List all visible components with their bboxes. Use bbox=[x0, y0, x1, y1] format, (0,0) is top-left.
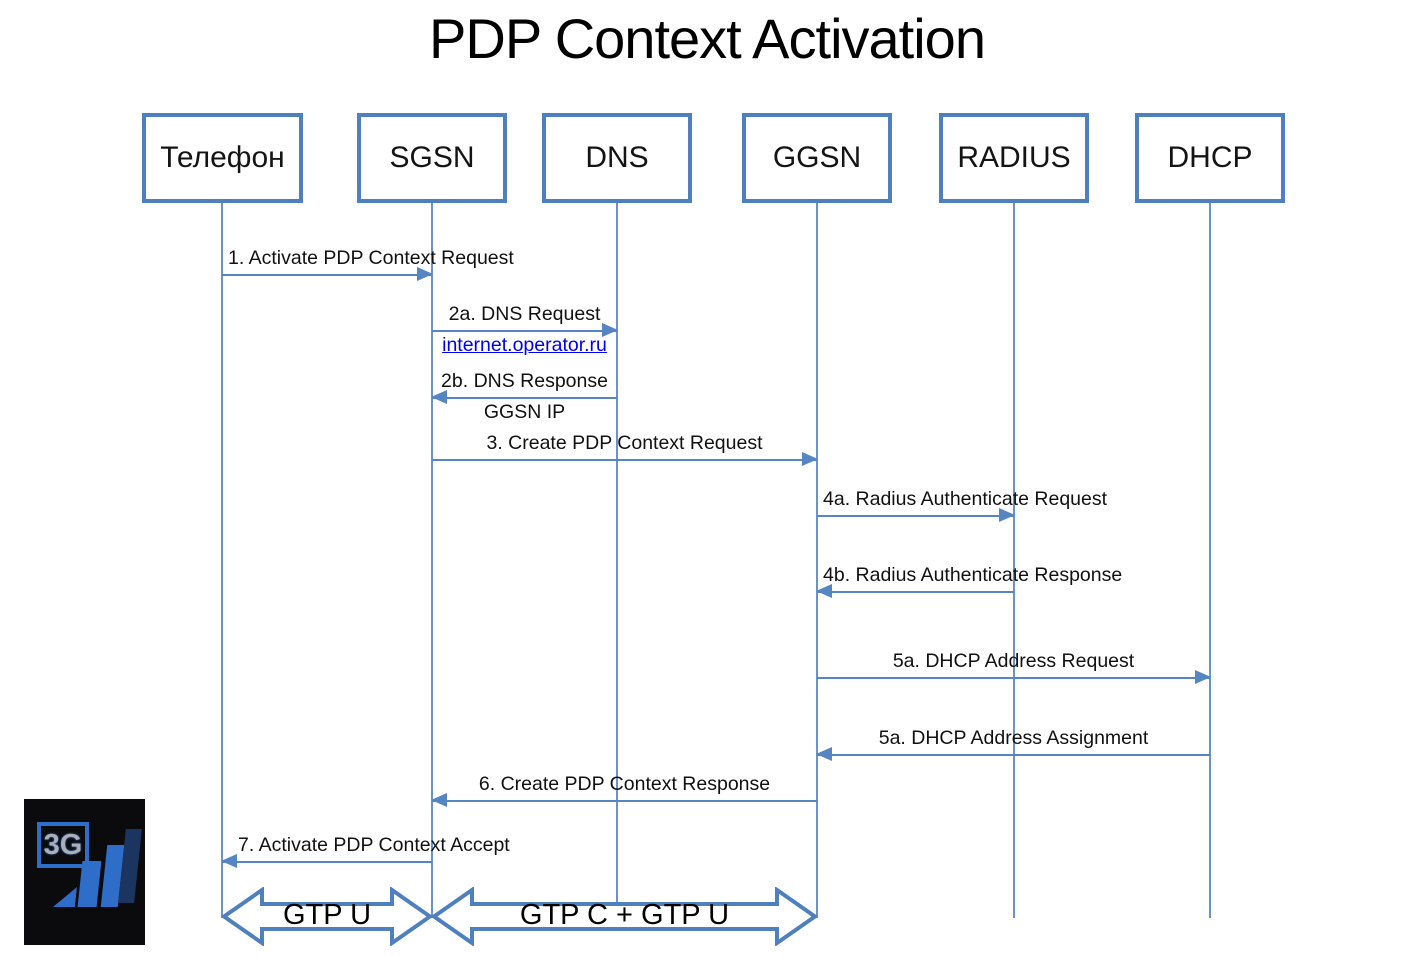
lifeline-sgsn bbox=[431, 203, 433, 918]
arrow-line bbox=[432, 397, 617, 399]
arrowhead-left-icon bbox=[431, 793, 447, 807]
protocol-band-gtp-c-gtp-u: GTP C + GTP U bbox=[432, 887, 817, 946]
lifeline-radius bbox=[1013, 203, 1015, 918]
actor-label-sgsn: SGSN bbox=[389, 141, 475, 174]
arrow-line bbox=[817, 677, 1210, 679]
actor-box-dhcp: DHCP bbox=[1135, 113, 1285, 203]
message-label: 7. Activate PDP Context Accept bbox=[238, 834, 510, 856]
message-label: 4a. Radius Authenticate Request bbox=[823, 488, 1108, 510]
message-label: 6. Create PDP Context Response bbox=[478, 773, 771, 795]
double-arrow-icon bbox=[222, 887, 432, 946]
actor-box-dns: DNS bbox=[542, 113, 692, 203]
page-title: PDP Context Activation bbox=[429, 7, 986, 70]
message-label: 2b. DNS Response bbox=[441, 370, 608, 392]
actor-label-dhcp: DHCP bbox=[1167, 141, 1253, 174]
protocol-band-label: GTP C + GTP U bbox=[519, 898, 730, 931]
arrow-line bbox=[817, 591, 1014, 593]
arrow-line bbox=[817, 754, 1210, 756]
arrow-line bbox=[222, 861, 432, 863]
arrow-line bbox=[432, 459, 817, 461]
actor-box-sgsn: SGSN bbox=[357, 113, 507, 203]
lifeline-dns bbox=[616, 203, 618, 918]
actor-label-ggsn: GGSN bbox=[772, 141, 862, 174]
actor-box-ggsn: GGSN bbox=[742, 113, 892, 203]
arrow-line bbox=[432, 330, 617, 332]
3g-badge: 3G bbox=[37, 822, 89, 868]
dns-hostname-link[interactable]: internet.operator.ru bbox=[442, 334, 607, 356]
arrowhead-right-icon bbox=[999, 508, 1015, 522]
arrowhead-left-icon bbox=[431, 390, 447, 404]
message-label: 3. Create PDP Context Request bbox=[486, 432, 763, 454]
actor-label-telefon: Телефон bbox=[160, 141, 285, 174]
arrowhead-right-icon bbox=[417, 267, 433, 281]
message-label: 4b. Radius Authenticate Response bbox=[823, 564, 1123, 586]
protocol-band-label: GTP U bbox=[282, 898, 372, 931]
actor-box-telefon: Телефон bbox=[142, 113, 303, 203]
signal-bar-icon bbox=[53, 887, 77, 907]
signal-bar-dark-icon bbox=[118, 829, 142, 903]
message-sublabel: GGSN IP bbox=[483, 401, 566, 423]
lifeline-dhcp bbox=[1209, 203, 1211, 918]
arrowhead-right-icon bbox=[602, 323, 618, 337]
lifeline-telefon bbox=[221, 203, 223, 918]
actor-label-dns: DNS bbox=[585, 141, 649, 174]
actor-box-radius: RADIUS bbox=[939, 113, 1089, 203]
signal-bar-icon bbox=[77, 861, 102, 907]
arrow-line bbox=[432, 800, 817, 802]
arrowhead-left-icon bbox=[816, 584, 832, 598]
arrowhead-left-icon bbox=[816, 747, 832, 761]
protocol-band-gtp-u: GTP U bbox=[222, 887, 432, 946]
arrowhead-right-icon bbox=[1195, 670, 1211, 684]
message-label: 5a. DHCP Address Request bbox=[892, 650, 1135, 672]
arrow-line bbox=[817, 515, 1014, 517]
3g-logo: 3G bbox=[24, 799, 145, 945]
double-arrow-icon bbox=[432, 887, 817, 946]
lifeline-ggsn bbox=[816, 203, 818, 918]
arrowhead-right-icon bbox=[802, 452, 818, 466]
arrowhead-left-icon bbox=[221, 854, 237, 868]
message-label: 2a. DNS Request bbox=[448, 303, 601, 325]
actor-label-radius: RADIUS bbox=[957, 141, 1071, 174]
arrow-line bbox=[222, 274, 432, 276]
message-label: 5a. DHCP Address Assignment bbox=[878, 727, 1149, 749]
message-label: 1. Activate PDP Context Request bbox=[228, 247, 514, 269]
